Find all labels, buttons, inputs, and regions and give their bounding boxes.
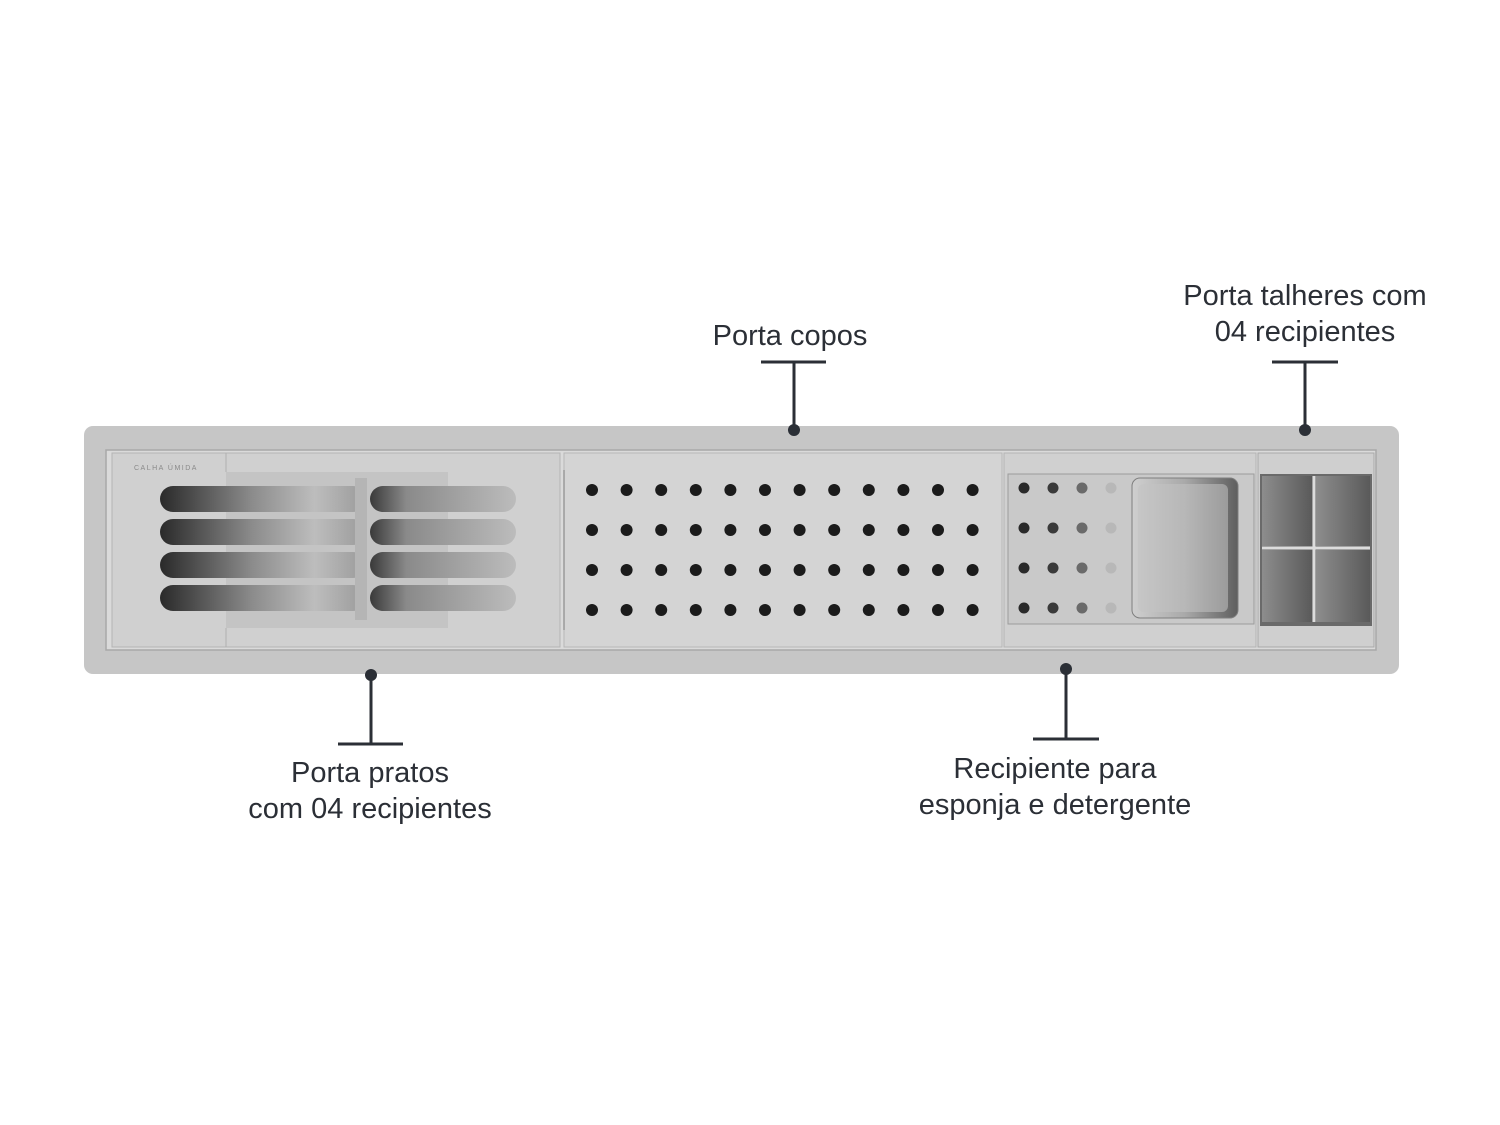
perforation-hole xyxy=(655,564,668,576)
drain-hole xyxy=(1076,522,1088,534)
perforation-hole xyxy=(655,484,668,496)
drain-hole xyxy=(1047,562,1059,574)
perforation-hole xyxy=(655,524,668,536)
perforation-hole xyxy=(932,524,944,536)
slot xyxy=(160,486,366,512)
slot xyxy=(160,519,366,545)
perforation-hole xyxy=(620,564,633,576)
perforation-hole xyxy=(897,564,910,576)
divider xyxy=(355,478,367,620)
perforation-hole xyxy=(793,564,806,576)
drain-hole xyxy=(1076,602,1088,614)
perforation-hole xyxy=(620,484,633,496)
slot xyxy=(370,585,516,611)
drain-hole xyxy=(1018,522,1030,534)
slot xyxy=(370,486,516,512)
label-recipiente-esponja-line1: Recipiente para xyxy=(953,753,1157,785)
perforation-hole xyxy=(586,564,598,576)
drain-hole xyxy=(1105,522,1117,534)
perforation-hole xyxy=(862,564,875,576)
perforation-hole xyxy=(793,484,806,496)
drain-hole xyxy=(1105,562,1117,574)
cup-holder xyxy=(563,452,1003,648)
label-recipiente-esponja: Recipiente para esponja e detergente xyxy=(880,751,1230,823)
plate-holder: CALHA ÚMIDA xyxy=(111,452,561,648)
drain-hole xyxy=(1076,562,1088,574)
drain-hole xyxy=(1105,482,1117,494)
perforation-hole xyxy=(932,484,944,496)
perforation-hole xyxy=(897,484,910,496)
perforation-hole xyxy=(862,524,875,536)
drain-hole xyxy=(1047,522,1059,534)
perforation-hole xyxy=(793,604,806,616)
perforation-hole xyxy=(932,564,944,576)
perforation-hole xyxy=(689,604,702,616)
perforation-hole xyxy=(724,604,737,616)
label-porta-talheres-line2: 04 recipientes xyxy=(1214,316,1396,348)
perforation-hole xyxy=(793,524,806,536)
perforation-hole xyxy=(759,524,771,536)
slot xyxy=(370,552,516,578)
slot xyxy=(160,552,366,578)
slot xyxy=(370,519,516,545)
perforation-hole xyxy=(759,564,771,576)
drain-hole xyxy=(1018,562,1030,574)
drain-hole xyxy=(1105,602,1117,614)
label-porta-copos-line1: Porta copos xyxy=(712,320,868,352)
perforation-hole xyxy=(966,604,979,616)
brand-engraving: CALHA ÚMIDA xyxy=(134,463,198,472)
perforation-hole xyxy=(828,604,841,616)
drain-hole xyxy=(1076,482,1088,494)
perforation-hole xyxy=(828,564,841,576)
callout-leader-talheres xyxy=(1272,360,1338,436)
perforation-hole xyxy=(759,484,771,496)
label-porta-pratos-line1: Porta pratos xyxy=(291,757,449,789)
perforation-hole xyxy=(966,564,979,576)
sponge-container xyxy=(1003,452,1257,648)
slot xyxy=(160,585,366,611)
cutlery-cell xyxy=(1316,550,1370,622)
perforation-hole xyxy=(759,604,771,616)
perforation-hole xyxy=(620,524,633,536)
perforation-hole xyxy=(620,604,633,616)
drain-hole xyxy=(1047,482,1059,494)
cutlery-cell xyxy=(1262,550,1312,622)
perforation-hole xyxy=(586,604,598,616)
perforation-hole xyxy=(586,484,598,496)
perforation-hole xyxy=(966,484,979,496)
label-porta-pratos-line2: com 04 recipientes xyxy=(248,793,492,825)
label-porta-copos: Porta copos xyxy=(640,318,940,354)
perforation-hole xyxy=(897,524,910,536)
cutlery-holder xyxy=(1257,452,1375,648)
perforation-hole xyxy=(724,484,737,496)
perforation-hole xyxy=(586,524,598,536)
perforation-hole xyxy=(828,484,841,496)
perforation-hole xyxy=(966,524,979,536)
perforation-hole xyxy=(862,484,875,496)
drain-hole xyxy=(1018,482,1030,494)
callout-leader-esponja xyxy=(1033,663,1099,741)
perforation-hole xyxy=(689,484,702,496)
perforation-hole xyxy=(828,524,841,536)
perforation-hole xyxy=(724,524,737,536)
label-porta-pratos: Porta pratos com 04 recipientes xyxy=(200,755,540,827)
perforation-hole xyxy=(897,604,910,616)
perforation-hole xyxy=(724,564,737,576)
callout-leader-copos xyxy=(761,360,826,436)
perforation-hole xyxy=(655,604,668,616)
cutlery-cell xyxy=(1316,476,1370,546)
perforation-hole xyxy=(862,604,875,616)
drain-hole xyxy=(1047,602,1059,614)
perforation-hole xyxy=(689,524,702,536)
perforation-hole xyxy=(689,564,702,576)
perforation-hole xyxy=(932,604,944,616)
label-porta-talheres: Porta talheres com 04 recipientes xyxy=(1130,278,1480,350)
drain-hole xyxy=(1018,602,1030,614)
cutlery-cell xyxy=(1262,476,1312,546)
callout-leader-pratos xyxy=(338,669,403,746)
label-porta-talheres-line1: Porta talheres com xyxy=(1183,280,1427,312)
label-recipiente-esponja-line2: esponja e detergente xyxy=(918,789,1192,821)
